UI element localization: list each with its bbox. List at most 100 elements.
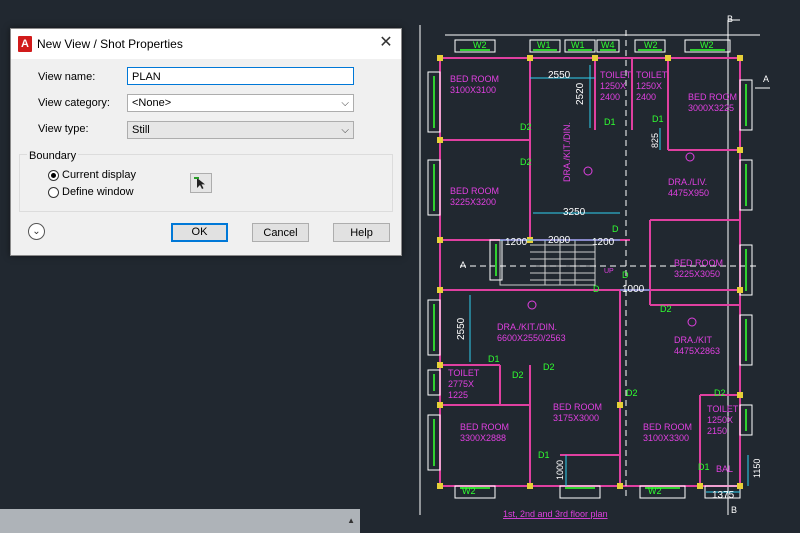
window-frame bbox=[639, 485, 686, 499]
door-label: D2 bbox=[520, 157, 532, 167]
section-mark-a: A bbox=[460, 260, 466, 270]
dimension-text: 2000 bbox=[548, 235, 571, 246]
door-label: D1 bbox=[652, 114, 664, 124]
ok-button[interactable]: OK bbox=[171, 223, 228, 242]
room-name: BED ROOM bbox=[674, 258, 723, 268]
room-name: DRA./KIT./DIN. bbox=[497, 322, 557, 332]
room-name: DRA./KIT bbox=[674, 335, 713, 345]
column-marker bbox=[437, 287, 443, 293]
boundary-label: Boundary bbox=[27, 150, 79, 162]
column-marker bbox=[737, 147, 743, 153]
room-size: 3175X3000 bbox=[553, 413, 599, 423]
room-size: 2150 bbox=[707, 426, 727, 436]
chevron-down-icon: ⌵ bbox=[341, 125, 349, 136]
door-label: D bbox=[593, 284, 600, 294]
dialog-titlebar[interactable]: A New View / Shot Properties ✕ bbox=[11, 29, 401, 59]
window-frame bbox=[427, 414, 441, 471]
column-marker bbox=[697, 483, 703, 489]
drawing-caption: 1st, 2nd and 3rd floor plan bbox=[503, 509, 608, 519]
column-marker bbox=[737, 392, 743, 398]
frame-marks bbox=[419, 19, 760, 515]
door-label: D2 bbox=[714, 388, 726, 398]
room-name: BED ROOM bbox=[553, 402, 602, 412]
dimension-text: 2550 bbox=[548, 70, 571, 81]
door-label: D2 bbox=[543, 362, 555, 372]
help-button[interactable]: Help bbox=[333, 223, 390, 242]
door-label: D bbox=[612, 224, 619, 234]
flat-mark-c bbox=[583, 166, 593, 176]
triangle-up-icon[interactable]: ▲ bbox=[347, 516, 355, 525]
window-frame bbox=[739, 79, 753, 131]
room-name: BED ROOM bbox=[688, 92, 737, 102]
room-size: 1250X bbox=[707, 415, 733, 425]
view-category-select[interactable]: <None> ⌵ bbox=[127, 94, 354, 112]
room-name: DRA./KIT./DIN. bbox=[562, 122, 572, 182]
window-frame bbox=[739, 159, 753, 211]
cancel-button[interactable]: Cancel bbox=[252, 223, 309, 242]
column-marker bbox=[737, 55, 743, 61]
room-size: 2400 bbox=[636, 92, 656, 102]
command-line-bar[interactable]: ▲ bbox=[0, 509, 360, 533]
room-size: 4475X950 bbox=[668, 188, 709, 198]
define-window-radio[interactable] bbox=[48, 187, 59, 198]
define-window-label[interactable]: Define window bbox=[62, 186, 134, 198]
window-frame bbox=[454, 485, 496, 499]
new-view-dialog: A New View / Shot Properties ✕ View name… bbox=[10, 28, 402, 256]
chevron-down-icon: ⌵ bbox=[341, 98, 349, 109]
pick-window-icon bbox=[194, 177, 205, 189]
column-marker bbox=[437, 362, 443, 368]
room-size: 2775X bbox=[448, 379, 474, 389]
current-display-radio[interactable] bbox=[48, 170, 59, 181]
room-name: TOILET bbox=[600, 70, 632, 80]
expand-chevron-icon[interactable]: ⌄ bbox=[28, 223, 45, 240]
column-marker bbox=[592, 55, 598, 61]
window-frame bbox=[427, 299, 441, 356]
dimension-text: 1200 bbox=[505, 237, 528, 248]
window-label: W1 bbox=[537, 40, 551, 50]
flat-mark-b bbox=[687, 317, 697, 327]
window-frame bbox=[684, 39, 731, 53]
window-label: W2 bbox=[700, 40, 714, 50]
room-name: BED ROOM bbox=[643, 422, 692, 432]
view-category-value: <None> bbox=[132, 97, 172, 109]
room-name: BED ROOM bbox=[450, 186, 499, 196]
dimension-text: 2550 bbox=[456, 317, 467, 340]
stair-up-label: UP bbox=[604, 268, 614, 275]
autocad-app-icon: A bbox=[18, 36, 32, 52]
dimension-text: 1375 bbox=[712, 490, 735, 501]
room-size: 1250X bbox=[600, 81, 626, 91]
door-label: D1 bbox=[604, 117, 616, 127]
view-category-label: View category: bbox=[38, 97, 110, 109]
window-label: W2 bbox=[462, 486, 476, 496]
room-name: BED ROOM bbox=[460, 422, 509, 432]
dimension-text: 1000 bbox=[555, 460, 565, 480]
window-frame bbox=[739, 404, 753, 436]
section-mark-a-right: A bbox=[763, 74, 769, 84]
room-size: 1250X bbox=[636, 81, 662, 91]
close-icon[interactable]: ✕ bbox=[379, 34, 393, 51]
room-size: 3100X3100 bbox=[450, 85, 496, 95]
column-marker bbox=[437, 55, 443, 61]
door-label: D2 bbox=[626, 388, 638, 398]
window-frame bbox=[739, 314, 753, 366]
view-name-input[interactable]: PLAN bbox=[127, 67, 354, 85]
section-mark-b-bottom: B bbox=[731, 505, 737, 515]
define-window-button[interactable] bbox=[190, 173, 212, 193]
current-display-label[interactable]: Current display bbox=[62, 169, 136, 181]
room-size: 6600X2550/2563 bbox=[497, 333, 566, 343]
door-label: D2 bbox=[660, 304, 672, 314]
dimension-text: 825 bbox=[650, 133, 660, 148]
window-frame bbox=[634, 39, 666, 53]
window-frame bbox=[489, 239, 503, 281]
window-frame bbox=[564, 39, 596, 53]
column-marker bbox=[617, 402, 623, 408]
window-frame bbox=[427, 71, 441, 133]
room-name: TOILET bbox=[448, 368, 480, 378]
door-label: D bbox=[622, 270, 629, 280]
window-frame bbox=[596, 39, 620, 53]
room-size: 3300X2888 bbox=[460, 433, 506, 443]
room-size: 4475X2863 bbox=[674, 346, 720, 356]
column-marker bbox=[737, 483, 743, 489]
view-type-select[interactable]: Still ⌵ bbox=[127, 121, 354, 139]
